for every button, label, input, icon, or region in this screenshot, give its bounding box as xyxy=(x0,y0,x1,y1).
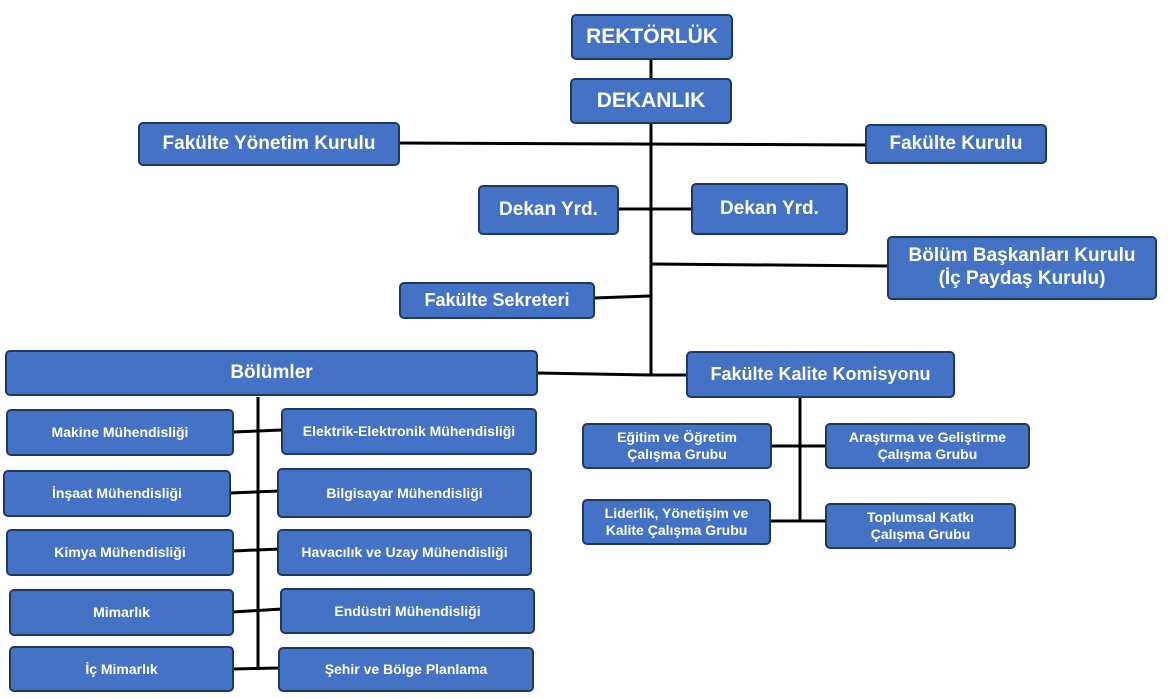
department-box: Mimarlık xyxy=(9,589,234,636)
connector-boards xyxy=(397,141,867,147)
department-box: Kimya Mühendisliği xyxy=(6,529,234,576)
department-box: Bilgisayar Mühendisliği xyxy=(277,468,532,518)
faculty-executive-board-box: Fakülte Yönetim Kurulu xyxy=(138,122,400,166)
heads-board-box: Bölüm Başkanları Kurulu (İç Paydaş Kurul… xyxy=(887,236,1157,300)
connector-secretary xyxy=(593,294,652,300)
department-box: İç Mimarlık xyxy=(9,646,234,692)
leadership-working-group-box: Liderlik, Yönetişim ve Kalite Çalışma Gr… xyxy=(582,499,771,545)
rectorate-box: REKTÖRLÜK xyxy=(571,14,733,60)
quality-commission-box: Fakülte Kalite Komisyonu xyxy=(686,351,955,398)
education-working-group-box: Eğitim ve Öğretim Çalışma Grubu xyxy=(582,423,772,469)
connector-heads-board xyxy=(650,262,889,268)
social-contribution-working-group-box: Toplumsal Katkı Çalışma Grubu xyxy=(825,503,1016,549)
connector-dept-row-1 xyxy=(232,428,283,434)
vice-dean-right-box: Dekan Yrd. xyxy=(691,183,848,235)
connector-dept-row-4 xyxy=(232,607,283,614)
connector-dept-row-3 xyxy=(232,547,280,553)
connector-departments xyxy=(536,371,652,377)
department-box: Endüstri Mühendisliği xyxy=(280,588,535,634)
connector-dept-row-2 xyxy=(229,489,280,495)
research-working-group-box: Araştırma ve Geliştirme Çalışma Grubu xyxy=(825,423,1030,469)
vice-dean-left-box: Dekan Yrd. xyxy=(478,185,619,235)
connector-dept-row-5 xyxy=(232,666,280,671)
faculty-secretary-box: Fakülte Sekreteri xyxy=(399,282,595,319)
department-box: Elektrik-Elektronik Mühendisliği xyxy=(281,408,537,455)
department-box: Şehir ve Bölge Planlama xyxy=(278,647,534,692)
department-box: Havacılık ve Uzay Mühendisliği xyxy=(277,529,532,576)
faculty-board-box: Fakülte Kurulu xyxy=(865,124,1047,164)
deanery-box: DEKANLIK xyxy=(570,78,732,124)
department-box: Makine Mühendisliği xyxy=(6,409,234,456)
department-box: İnşaat Mühendisliği xyxy=(3,470,231,517)
departments-header-box: Bölümler xyxy=(5,350,538,396)
